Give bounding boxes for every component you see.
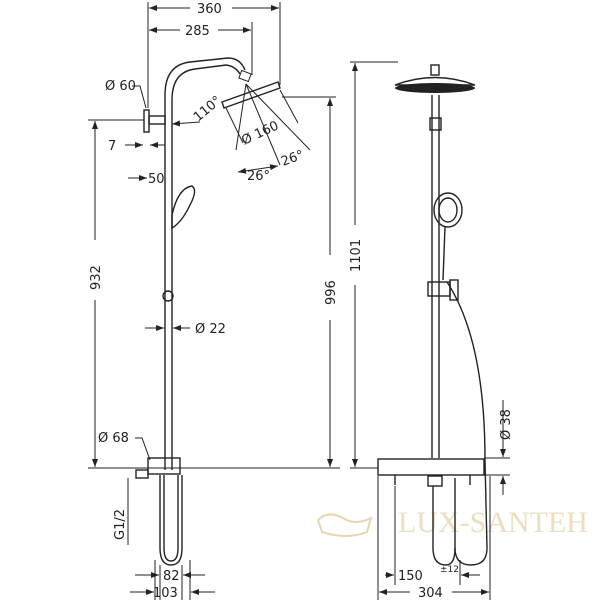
left-view: 360 285 Ø 60 110° Ø 160 26° 26° 7 50 <box>88 2 340 600</box>
dim-932: 932 <box>89 265 104 290</box>
dim-thread-g12: G1/2 <box>113 509 128 540</box>
dim-103: 103 <box>153 586 178 600</box>
dim-996: 996 <box>324 280 339 305</box>
dim-7: 7 <box>108 139 116 154</box>
dim-1101: 1101 <box>349 239 364 272</box>
dim-angle-26b: 26° <box>279 148 306 170</box>
dim-82: 82 <box>163 569 180 584</box>
dim-diam-38: Ø 38 <box>499 409 514 440</box>
watermark: LUX-SANTEH <box>316 506 588 539</box>
right-view: 1101 Ø 38 150 ±12 304 <box>349 61 514 600</box>
dim-angle-26a: 26° <box>247 169 270 184</box>
dim-304: 304 <box>418 586 443 600</box>
dim-diam-22: Ø 22 <box>195 322 226 337</box>
dim-150: 150 <box>398 569 423 584</box>
dim-50: 50 <box>148 172 165 187</box>
dim-diam-160: Ø 160 <box>239 118 281 148</box>
bathtub-logo-icon <box>316 513 373 537</box>
dim-diam-60: Ø 60 <box>105 79 136 94</box>
dim-tolerance: ±12 <box>440 565 459 575</box>
watermark-brand: LUX-SANTEH <box>398 506 588 539</box>
dim-diam-68: Ø 68 <box>98 431 129 446</box>
dim-360: 360 <box>197 2 222 17</box>
dim-angle-110: 110° <box>191 93 225 125</box>
dim-285: 285 <box>185 24 210 39</box>
